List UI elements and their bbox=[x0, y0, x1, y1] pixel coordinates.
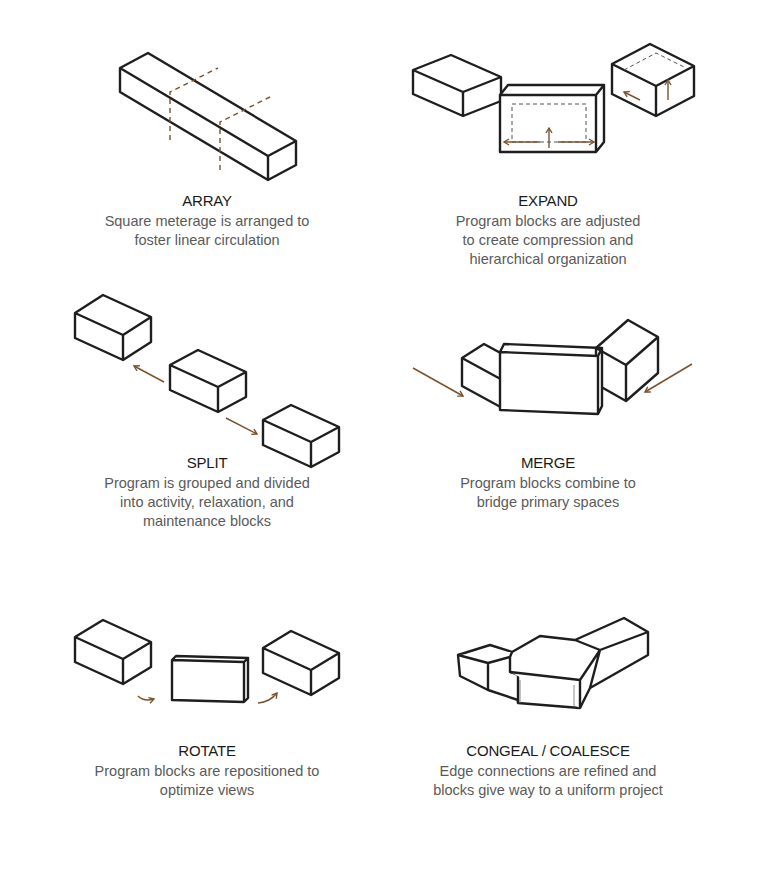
program-block bbox=[263, 631, 339, 695]
step-title: EXPAND bbox=[518, 192, 577, 210]
program-block bbox=[263, 405, 339, 467]
merge-arrow bbox=[413, 364, 692, 396]
description-text: Edge connections are refined and blocks … bbox=[428, 762, 668, 800]
description-text: Program blocks are adjusted to create co… bbox=[452, 212, 644, 269]
program-block bbox=[596, 320, 658, 401]
expand-arrow bbox=[504, 53, 686, 148]
step-title: CONGEAL / COALESCE bbox=[466, 742, 629, 760]
step-title: ARRAY bbox=[182, 192, 232, 210]
step-title: ROTATE bbox=[178, 742, 235, 760]
description-text: Square meterage is arranged to foster li… bbox=[91, 212, 323, 250]
description-text: Program blocks are repositioned to optim… bbox=[91, 762, 323, 800]
program-block bbox=[75, 295, 151, 360]
cut-line bbox=[170, 68, 270, 170]
split-arrow bbox=[134, 366, 257, 434]
description-text: Program is grouped and divided into acti… bbox=[91, 474, 323, 531]
coalesced-mass bbox=[458, 618, 648, 708]
description-text: Program blocks combine to bridge primary… bbox=[454, 474, 642, 512]
rotate-arrow bbox=[138, 693, 277, 703]
program-block bbox=[500, 344, 602, 414]
program-block bbox=[172, 656, 248, 702]
program-block bbox=[413, 55, 501, 116]
program-block bbox=[612, 44, 694, 116]
program-block bbox=[75, 620, 151, 684]
program-block bbox=[500, 85, 604, 152]
step-title: MERGE bbox=[521, 454, 575, 472]
step-title: SPLIT bbox=[187, 454, 228, 472]
program-block bbox=[120, 53, 296, 180]
program-block bbox=[170, 350, 246, 412]
